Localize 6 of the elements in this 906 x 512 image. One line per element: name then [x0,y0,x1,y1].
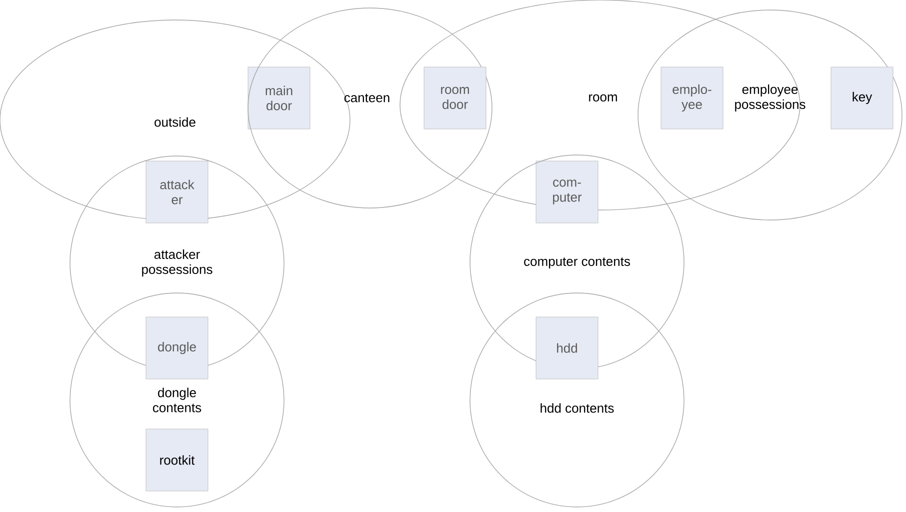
item-box: attack er [146,160,208,224]
item-box: rootkit [146,428,208,492]
item-box: room door [424,66,486,130]
item-box: main door [248,66,310,130]
item-box: key [830,66,894,130]
item-box: emplo- yee [660,66,724,130]
